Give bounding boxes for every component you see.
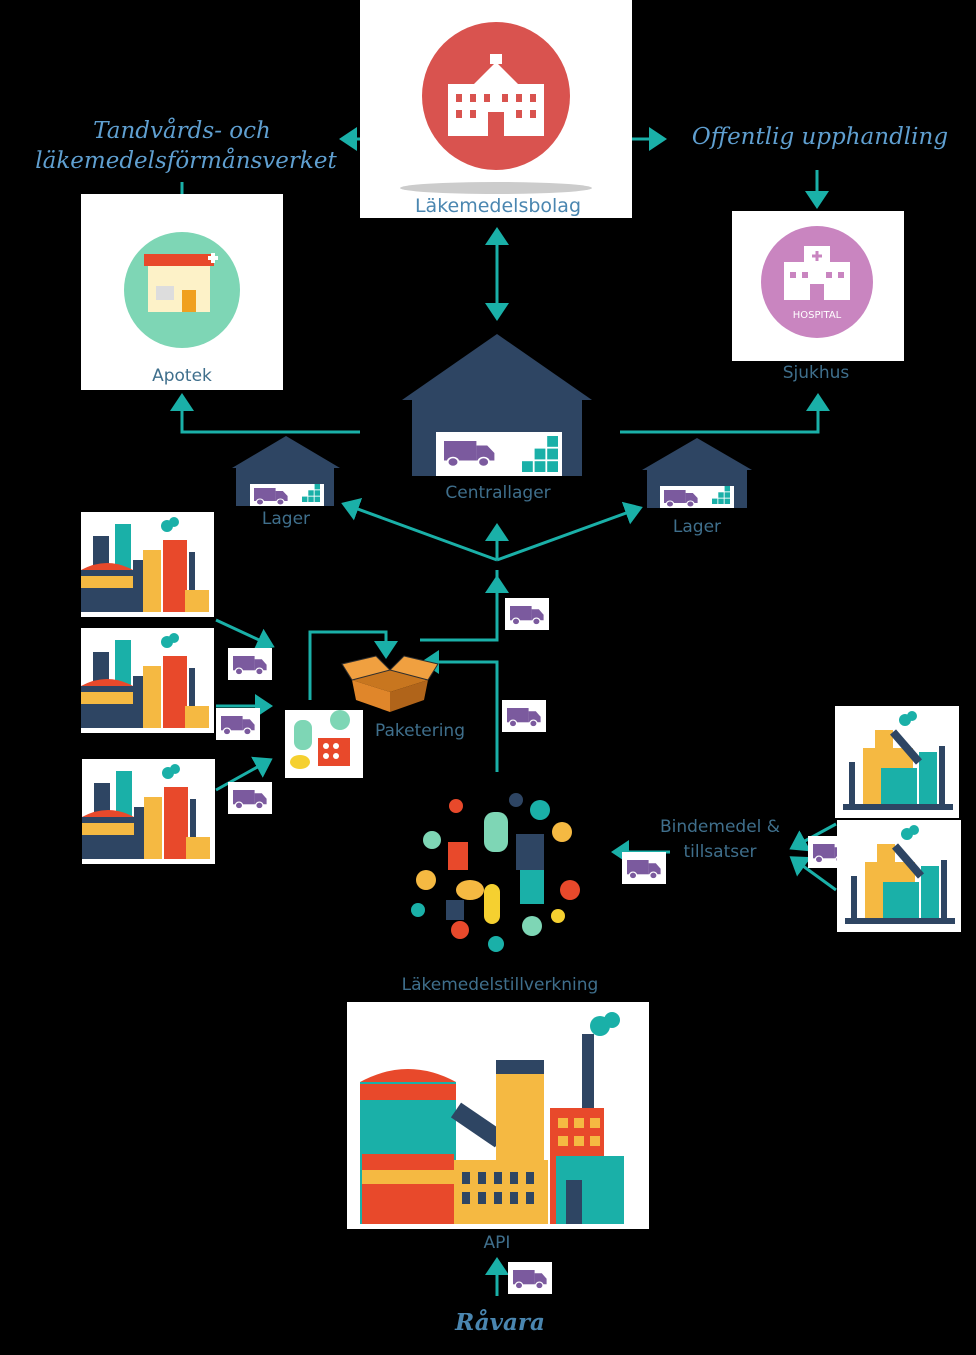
bindemedel-label-line2: tillsatser: [683, 842, 756, 862]
tlv-label-line2: läkemedelsförmånsverket: [35, 147, 337, 174]
lager-right-label: Lager: [673, 517, 721, 537]
sjukhus-node: HOSPITAL Sjukhus: [732, 211, 904, 383]
truck-icon: [505, 598, 549, 630]
apotek-node: Apotek: [81, 194, 283, 390]
api-label: API: [484, 1233, 511, 1253]
lakemedelsbolag-label: Läkemedelsbolag: [415, 195, 581, 217]
supplier-factory-2: [81, 628, 214, 733]
excipient-factory-1: [835, 706, 959, 818]
truck-icon: [228, 782, 272, 814]
centrallager-label: Centrallager: [445, 483, 550, 503]
truck-icon: [622, 852, 666, 884]
tlv-label-line1: Tandvårds- och: [93, 117, 271, 144]
lager-left-node: Lager: [232, 436, 340, 529]
truck-icon: [502, 700, 546, 732]
pills-cluster-icon: [411, 784, 581, 952]
lakemedelstillverkning-label: Läkemedelstillverkning: [402, 975, 599, 995]
supplier-factory-3: [82, 759, 215, 864]
open-box-icon: [341, 655, 439, 712]
lakemedelsbolag-node: Läkemedelsbolag: [360, 0, 632, 218]
supplier-factory-1: [81, 512, 214, 617]
api-factory-node: API: [347, 1002, 649, 1253]
excipient-factory-2: [837, 820, 961, 932]
lakemedelstillverkning-node: Läkemedelstillverkning: [402, 784, 599, 995]
truck-icon: [228, 648, 272, 680]
paketering-node: Paketering: [341, 655, 465, 741]
bindemedel-label-line1: Bindemedel &: [660, 817, 780, 837]
paketering-label: Paketering: [375, 721, 465, 741]
sjukhus-label: Sjukhus: [783, 363, 850, 383]
ravara-label: Råvara: [454, 1309, 545, 1336]
packaging-materials-icon: [285, 710, 363, 778]
truck-icon: [216, 708, 260, 740]
centrallager-node: Centrallager: [402, 334, 592, 503]
hospital-sign: HOSPITAL: [793, 310, 842, 321]
offentlig-upphandling-label: Offentlig upphandling: [692, 124, 948, 150]
truck-icon: [508, 1262, 552, 1294]
apotek-label: Apotek: [152, 366, 212, 386]
lager-right-node: Lager: [642, 438, 752, 537]
lager-left-label: Lager: [262, 509, 310, 529]
